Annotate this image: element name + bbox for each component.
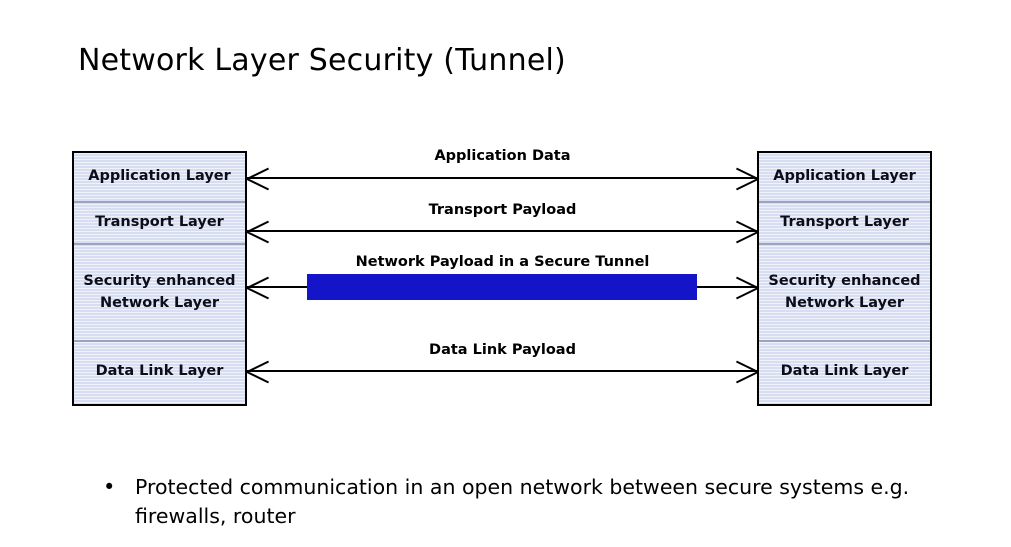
arrow-label-application-data: Application Data — [434, 148, 571, 164]
left-layer-data-link: Data Link Layer — [74, 340, 245, 402]
left-protocol-stack: Application Layer Transport Layer Securi… — [72, 151, 247, 406]
arrow-shaft — [247, 177, 758, 179]
secure-tunnel-bar — [307, 274, 697, 300]
bullet-item-text: Protected communication in an open netwo… — [135, 475, 910, 529]
page-title: Network Layer Security (Tunnel) — [78, 43, 566, 78]
left-layer-application: Application Layer — [88, 168, 231, 185]
left-layer-security-network: Security enhanced Network Layer — [74, 243, 245, 340]
right-layer-data-link: Data Link Layer — [759, 340, 930, 402]
arrow-label-network-payload: Network Payload in a Secure Tunnel — [355, 254, 650, 270]
arrow-shaft — [247, 370, 758, 372]
bullet-list: • Protected communication in an open net… — [100, 473, 920, 531]
right-protocol-stack: Application Layer Transport Layer Securi… — [757, 151, 932, 406]
right-layer-security-network: Security enhanced Network Layer — [759, 243, 930, 340]
arrow-shaft — [247, 230, 758, 232]
left-layer-transport: Transport Layer — [74, 201, 245, 243]
arrow-label-data-link-payload: Data Link Payload — [429, 342, 576, 358]
right-layer-transport: Transport Layer — [759, 201, 930, 243]
right-layer-application: Application Layer — [773, 168, 916, 185]
arrow-label-transport-payload: Transport Payload — [428, 202, 577, 218]
bullet-marker-icon: • — [103, 475, 116, 499]
